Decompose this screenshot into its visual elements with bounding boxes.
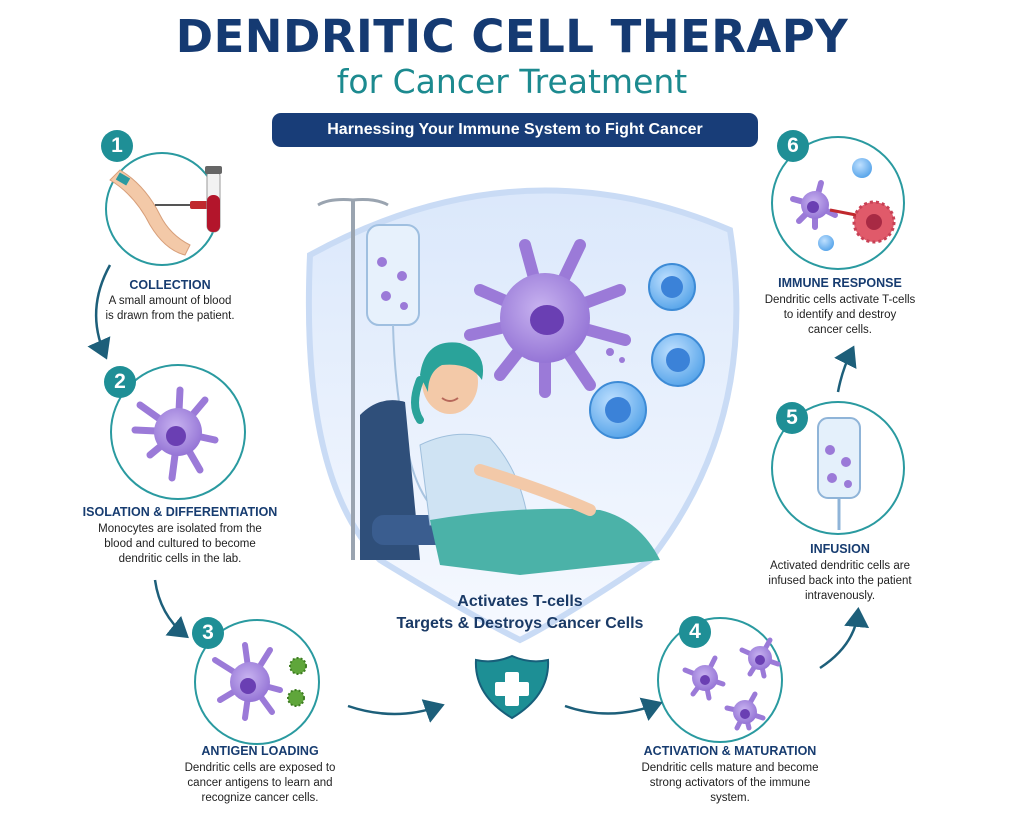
step-3-line-1: Dendritic cells are exposed to <box>184 762 336 774</box>
t-cells <box>589 263 705 439</box>
blood-tube-icon <box>205 166 222 233</box>
arrow-2-to-3 <box>153 579 189 639</box>
arrow-1-to-2 <box>87 264 112 360</box>
step5-illustration <box>771 401 905 535</box>
step-2-heading: ISOLATION & DIFFERENTIATION <box>82 505 278 519</box>
step-6-number: 6 <box>777 130 809 162</box>
arrow-5-to-6 <box>834 345 857 393</box>
patient-in-chair <box>360 342 660 575</box>
tagline-banner: Harnessing Your Immune System to Fight C… <box>272 113 758 147</box>
step-4-line-1: Dendritic cells mature and become <box>641 762 819 774</box>
step-2-line-1: Monocytes are isolated from the <box>98 523 262 535</box>
step-6-description: Dendritic cells activate T-cells to iden… <box>720 293 960 338</box>
step-6-line-2: to identify and destroy <box>783 309 897 321</box>
step4-illustration <box>657 617 783 743</box>
step-2-number: 2 <box>104 366 136 398</box>
center-line-2: Targets & Destroys Cancer Cells <box>396 615 644 632</box>
step-1-line-2: is drawn from the patient. <box>105 310 235 322</box>
step1-illustration <box>105 152 222 266</box>
step-3-description: Dendritic cells are exposed to cancer an… <box>130 761 390 806</box>
step-1-number: 1 <box>101 130 133 162</box>
step-3-heading: ANTIGEN LOADING <box>201 744 319 758</box>
iv-bag-icon <box>817 417 861 530</box>
step6-illustration <box>771 136 905 270</box>
step2-illustration <box>110 364 246 500</box>
step-3-number: 3 <box>192 617 224 649</box>
step-5-number: 5 <box>776 402 808 434</box>
page-subtitle: for Cancer Treatment <box>336 62 688 101</box>
step-2-line-2: blood and cultured to become <box>104 538 256 550</box>
large-dendritic-cell <box>464 239 631 398</box>
step-3-line-3: recognize cancer cells. <box>201 792 319 804</box>
step-5-description: Activated dendritic cells are infused ba… <box>720 559 960 604</box>
step-4-number: 4 <box>679 616 711 648</box>
arrow-4-to-5 <box>819 607 870 670</box>
step-2-description: Monocytes are isolated from the blood an… <box>50 522 310 567</box>
step-4-line-3: system. <box>710 792 750 804</box>
step-1-heading: COLLECTION <box>129 278 211 292</box>
step-2-line-3: dendritic cells in the lab. <box>118 553 242 565</box>
step-1-line-1: A small amount of blood <box>108 295 232 307</box>
step-6-line-1: Dendritic cells activate T-cells <box>764 294 916 306</box>
shield-plus-icon <box>474 654 550 720</box>
step3-illustration <box>194 619 320 745</box>
arrow-center-to-4 <box>564 697 663 721</box>
step-3-line-2: cancer antigens to learn and <box>187 777 333 789</box>
step-1-description: A small amount of blood is drawn from th… <box>60 294 280 324</box>
arrow-3-to-center <box>347 699 445 723</box>
center-caption: Activates T-cells Targets & Destroys Can… <box>300 591 740 635</box>
center-line-1: Activates T-cells <box>457 593 583 610</box>
step-5-line-3: intravenously. <box>804 590 876 602</box>
page-title: DENDRITIC CELL THERAPY <box>175 10 849 63</box>
step-4-description: Dendritic cells mature and become strong… <box>600 761 860 806</box>
step-5-heading: INFUSION <box>810 542 870 556</box>
iv-pole <box>317 198 471 560</box>
step-5-line-1: Activated dendritic cells are <box>770 560 910 572</box>
step-6-heading: IMMUNE RESPONSE <box>778 276 902 290</box>
step-4-line-2: strong activators of the immune <box>649 777 811 789</box>
step-6-line-3: cancer cells. <box>808 324 872 336</box>
step-4-heading: ACTIVATION & MATURATION <box>643 744 817 758</box>
step-5-line-2: infused back into the patient <box>768 575 912 587</box>
